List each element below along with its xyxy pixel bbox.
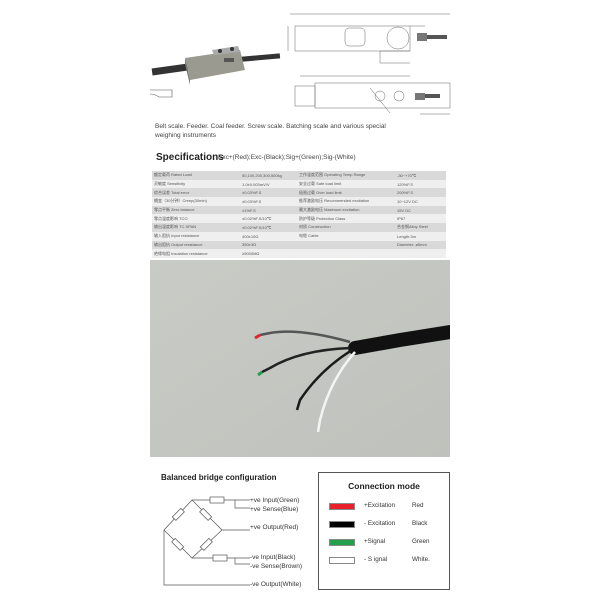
spec-cell: 输出温度影响 TC SPAN [152,223,240,232]
wire-color-label: Green [412,538,430,545]
spec-cell: IP67 [395,214,446,224]
bridge-label-pos-input: +ve Input(Green) [250,497,300,504]
spec-cell: 400±10Ω [240,231,297,241]
spec-cell: 安全过载 Safe load limit [297,179,395,189]
spec-cell: 额定载荷 Rated Load [152,171,240,180]
spec-cell: -30~+70℃ [395,171,446,180]
spec-cell: 灵敏度 Sensitivity [152,179,240,189]
spec-cell: Length:3m [395,231,446,241]
bridge-config-title: Balanced bridge configuration [161,473,277,482]
spec-cell: 工作温度范围 Operating Temp Range [297,171,395,180]
wire-color-label: Black [412,520,428,527]
spec-cell: 防护等级 Protection Class [297,214,395,224]
wire-signal-label: +Excitation [364,502,395,509]
spec-cell [297,249,395,258]
spec-cell: 200%F.S [395,188,446,198]
spec-cell: 输出阻抗 Output resistance [152,240,240,250]
spec-cell: ±0.03%F.S [240,197,297,206]
spec-cell: ±0.02%F.S/10℃ [240,223,297,232]
spec-cell: 最大激励电压 Maximum excitation [297,205,395,215]
spec-cell [297,240,395,250]
bridge-label-neg-sense: -ve Sense(Brown) [250,563,303,570]
spec-cell: 350±3Ω [240,240,297,250]
spec-cell: Diameter: ø5mm [395,240,446,250]
bridge-label-neg-output: -ve Output(White) [250,581,302,588]
connection-mode-box: Connection mode +Excitation Red - Excitati… [318,472,450,590]
spec-cell: 120%F.S [395,179,446,189]
wire-color-label: White. [412,556,430,563]
dimension-drawing-top [287,13,450,64]
bridge-circuit-diagram [163,496,250,586]
applications-caption: Belt scale. Feeder. Coal feeder. Screw s… [155,123,386,139]
spec-cell [395,249,446,258]
spec-cell: 推荐激励电压 Recommended excitation [297,197,395,206]
bridge-label-pos-sense: +ve Sense(Blue) [250,506,299,513]
bridge-label-pos-output: +ve Output(Red) [250,524,299,531]
wire-signal-label: - S ignal [364,556,388,563]
spec-cell: 15V DC [395,205,446,215]
load-cell-product-image [151,46,281,85]
wire-color-swatch [329,521,355,528]
wire-color-label: Red [412,502,424,509]
spec-cell: 零点平衡 Zero balance [152,205,240,215]
spec-cell: 极限过载 Over load limit [297,188,395,198]
wire-signal-label: +Signal [364,538,386,545]
spec-cell: ±1%F.S [240,205,297,215]
spec-row: 绝缘电阻 Insulation resistance≥5000MΩ [152,249,446,258]
spec-cell: 电缆 Cable [297,231,395,241]
spec-cell: ≥5000MΩ [240,249,297,258]
wire-signal-label: - Excitation [364,520,396,527]
side-profile-sketch [149,89,173,98]
wire-color-swatch [329,503,355,510]
spec-cell: 合金钢Alloy Steel [395,223,446,232]
specifications-title: Specifications [156,152,224,163]
spec-cell: ±0.02%F.S/10℃ [240,214,297,224]
wire-color-swatch [329,539,355,546]
connection-mode-title: Connection mode [348,481,420,491]
spec-cell: 材质 Construction [297,223,395,232]
spec-cell: 1.0±0.003mV/V [240,179,297,189]
spec-cell: 零点温度影响 TCO [152,214,240,224]
bridge-label-neg-input: -ve Input(Black) [250,554,296,561]
cable-wires-photo [150,260,450,457]
spec-cell: 输入阻抗 Input resistance [152,231,240,241]
wire-color-swatch [329,557,355,564]
spec-cell: 绝缘电阻 Insulation resistance [152,249,240,258]
spec-cell: ±0.03%F.S [240,188,297,198]
spec-cell: 10~12V DC [395,197,446,206]
wiring-summary: Exc+(Red);Exc-(Black);Sig+(Green);Sig-(W… [218,154,356,161]
spec-cell: 蠕变（30分钟）Creep(30min) [152,197,240,206]
dimension-drawing-side [294,75,451,115]
spec-cell: 50,100,200,300,500kg [240,171,297,180]
spec-cell: 综合误差 Total error [152,188,240,198]
